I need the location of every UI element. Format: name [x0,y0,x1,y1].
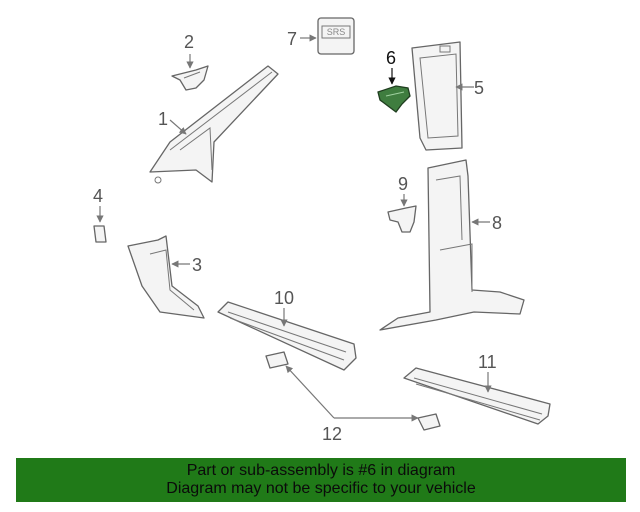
banner-line-2: Diagram may not be specific to your vehi… [166,480,476,497]
callout-9: 9 [398,174,408,194]
callout-4: 4 [93,186,103,206]
parts-diagram: 1 2 SRS 7 6 5 4 9 3 [93,17,551,444]
callout-10: 10 [274,288,294,308]
callout-5: 5 [474,78,484,98]
part-3-kick-panel [127,235,205,319]
part-4-clip [93,225,107,243]
callout-7: 7 [287,29,297,49]
part-1-a-pillar-trim [149,65,279,184]
part-7-srs-badge: SRS [317,17,355,55]
info-banner: Part or sub-assembly is #6 in diagram Di… [16,458,626,502]
callout-12: 12 [322,424,342,444]
callout-1-line [169,119,187,135]
callout-12-line-a [285,365,335,419]
part-10-sill-plate [217,301,357,371]
banner-line-1: Part or sub-assembly is #6 in diagram [186,462,456,479]
part-8-b-pillar-lower [379,159,525,331]
callout-3: 3 [192,255,202,275]
callout-1: 1 [158,109,168,129]
part-2-bracket [171,65,209,91]
callout-8: 8 [492,213,502,233]
part-6-clip [377,85,411,113]
part-5-b-pillar-upper [411,41,463,151]
part-12-plugs [265,351,441,431]
callout-6: 6 [386,48,396,68]
srs-label: SRS [327,27,346,37]
callout-2: 2 [184,32,194,52]
part-9-bracket [387,205,417,233]
part-11-sill-plate [403,367,551,425]
callout-11: 11 [478,352,497,372]
